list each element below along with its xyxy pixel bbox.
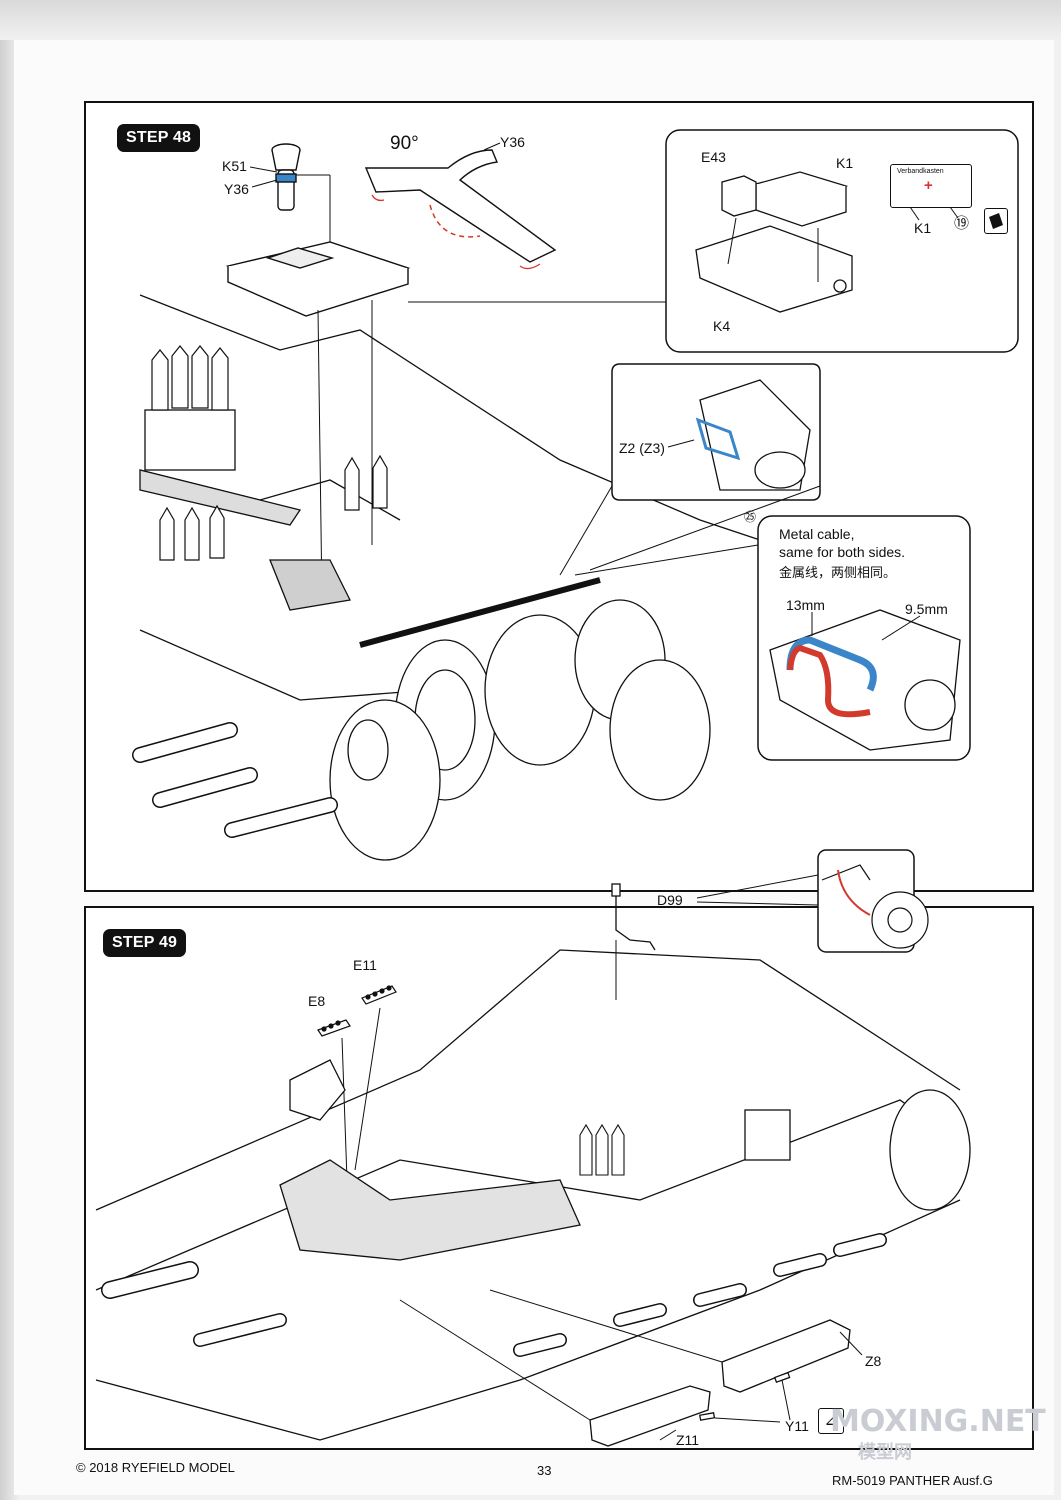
d99-wire-drawing <box>611 883 656 951</box>
step-49-panel <box>84 906 1034 1450</box>
watermark-chinese: 模型网 <box>858 1442 912 1463</box>
k1-box-drawing <box>695 171 853 313</box>
glue-icon: ⊿ <box>818 1408 844 1434</box>
k4-tray-drawing <box>225 241 411 317</box>
k51-label: K51 <box>222 158 247 174</box>
decal-text: Verbandkasten <box>897 168 944 175</box>
red-cross-icon: + <box>924 177 933 194</box>
first-aid-decal: Verbandkasten + <box>890 164 972 208</box>
watermark-latin: MOXING.NET <box>830 1404 1046 1439</box>
cable-length-9-5mm: 9.5mm <box>905 601 948 617</box>
y36-label-left: Y36 <box>224 181 249 197</box>
scan-top-shadow <box>0 0 1061 40</box>
z8-plate-drawing <box>721 1319 851 1393</box>
z8-label: Z8 <box>865 1353 882 1369</box>
e11-label: E11 <box>353 957 377 973</box>
k4-label: K4 <box>713 318 731 334</box>
step-48-label: STEP 48 <box>117 124 201 152</box>
page-number: 33 <box>537 1463 552 1478</box>
z11-plate-drawing <box>589 1385 716 1447</box>
model-name: RM-5019 PANTHER Ausf.G <box>832 1473 993 1488</box>
reference-25: ㉕ <box>744 510 757 524</box>
step-49-label: STEP 49 <box>103 929 187 957</box>
ammunition-rack-drawing <box>151 345 388 561</box>
k51-part-drawing <box>271 143 301 211</box>
e8-label: E8 <box>308 993 326 1009</box>
paint-marker-icon <box>984 208 1008 234</box>
copyright: © 2018 RYEFIELD MODEL <box>76 1460 235 1475</box>
k1-label-box: K1 <box>836 155 854 171</box>
e11-part-drawing <box>361 985 397 1005</box>
k1-label-decal: K1 <box>914 220 932 236</box>
shells-step49-drawing <box>579 1123 625 1176</box>
d99-detail-drawing <box>821 864 929 949</box>
z2-bracket-drawing <box>695 379 811 491</box>
decal-number-19: ⑲ <box>954 215 970 232</box>
hull-step48-drawing <box>139 294 761 701</box>
cable-note-line2: same for both sides. <box>779 544 906 560</box>
e43-label: E43 <box>701 149 726 165</box>
metal-cable-detail <box>769 609 961 751</box>
cable-note-line1: Metal cable, <box>779 526 855 542</box>
z2-z3-label: Z2 (Z3) <box>619 440 665 456</box>
d99-label: D99 <box>657 892 683 908</box>
y36-label-top: Y36 <box>500 134 525 150</box>
y36-bracket-drawing <box>364 149 557 263</box>
z11-label: Z11 <box>676 1432 700 1448</box>
rotation-angle: 90° <box>390 133 419 154</box>
suspension-arms-drawing <box>101 1233 887 1357</box>
transmission-drawing <box>132 577 711 861</box>
y11-label: Y11 <box>785 1418 809 1434</box>
hull-step49-drawing <box>95 949 971 1441</box>
e8-part-drawing <box>317 1019 351 1037</box>
cable-length-13mm: 13mm <box>786 597 825 613</box>
cable-note-chinese: 金属线，两侧相同。 <box>779 566 897 581</box>
